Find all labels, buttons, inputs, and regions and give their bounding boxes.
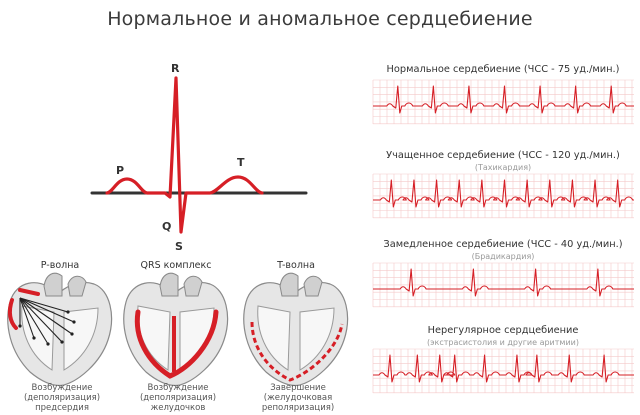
heart-pulmonary [67,275,87,297]
arrow-head [70,332,74,336]
heart-caption-line: реполяризация) [262,403,334,413]
strip-subtitle: (Тахикардия) [475,163,531,172]
heart-left-chamber [21,305,55,371]
strip-1: Нормальное сердебиение (ЧСС - 75 уд./мин… [372,64,634,125]
heart-heading: P-волна [41,260,79,271]
heart-caption-line: (деполяризация) [24,393,100,403]
arrow-head [32,336,36,340]
strip-grid [372,262,634,308]
heart-aorta [159,272,179,297]
strip-title: Замедленное сердебиение (ЧСС - 40 уд./ми… [383,239,622,250]
heart-heading: QRS комплекс [141,260,212,271]
ecg-waveform: P R T Q S [90,62,308,253]
label-q: Q [162,220,171,233]
conduction-arrow [19,297,35,339]
strip-grid [372,348,634,394]
heart-pulmonary [303,275,323,297]
strip-title: Учащенное сердебиение (ЧСС - 120 уд./мин… [386,150,620,161]
heart-right-chamber [299,307,335,371]
heart-aorta [43,272,63,297]
strip-grid [372,79,634,125]
strip-subtitle: (Брадикардия) [472,252,535,261]
heart-outline [243,281,349,387]
strip-waveform [373,268,634,297]
heart-pulmonary [183,275,203,297]
heart-right-chamber [63,307,99,371]
heart-left-chamber [257,305,291,371]
arrow-head [18,324,22,328]
strip-2: Учащенное сердебиение (ЧСС - 120 уд./мин… [372,150,634,219]
conduction-arrow [19,297,73,335]
heart-1: P-волнаВозбуждение(деполяризация)предсер… [7,260,113,413]
repolarization-highlight [250,321,344,382]
strip-grid [372,173,634,219]
heart-caption-line: желудочков [151,403,206,413]
strip-waveform [373,354,634,383]
arrow-head [60,340,64,344]
heart-2: QRS комплексВозбуждение(деполяризация)же… [123,260,229,413]
heart-caption-line: (деполяризация) [140,393,216,403]
strip-waveform [373,179,634,208]
atrium-highlight [7,298,18,330]
conduction-arrow [19,297,63,343]
heart-3: T-волнаЗавершение(желудочковаяреполяриза… [243,260,349,413]
page-title: Нормальное и аномальное сердцебиение [107,8,533,30]
heart-caption-line: Возбуждение [32,383,93,393]
strip-3: Замедленное сердебиение (ЧСС - 40 уд./ми… [372,239,634,308]
heart-aorta [279,272,299,297]
label-s: S [175,240,183,253]
strip-title: Нерегулярное сердцебиение [428,325,579,336]
conduction-arrow [19,297,69,313]
atrium-highlight-top [18,288,40,296]
strip-title: Нормальное сердебиение (ЧСС - 75 уд./мин… [387,64,620,75]
strip-waveform [373,85,634,114]
conduction-arrow [19,297,75,323]
arrow-head [66,310,70,314]
heart-outline [7,281,113,387]
ventricle-highlight [134,309,219,379]
strip-4: Нерегулярное сердцебиение (экстрасистолия… [372,325,634,394]
hearts-group: P-волнаВозбуждение(деполяризация)предсер… [7,260,349,413]
heart-caption-line: Возбуждение [148,383,209,393]
label-r: R [171,62,180,75]
rhythm-strips: Нормальное сердебиение (ЧСС - 75 уд./мин… [372,64,634,394]
heart-caption-line: предсердия [35,403,89,413]
heart-caption-line: (желудочковая [264,393,332,403]
heart-caption-line: Завершение [270,383,326,393]
strip-subtitle: (экстрасистолия и другие аритмии) [427,338,579,347]
arrow-head [72,320,76,324]
heart-heading: T-волна [276,260,315,271]
label-t: T [237,156,245,169]
label-p: P [116,164,124,177]
conduction-arrow [19,297,49,345]
arrow-head [46,342,50,346]
